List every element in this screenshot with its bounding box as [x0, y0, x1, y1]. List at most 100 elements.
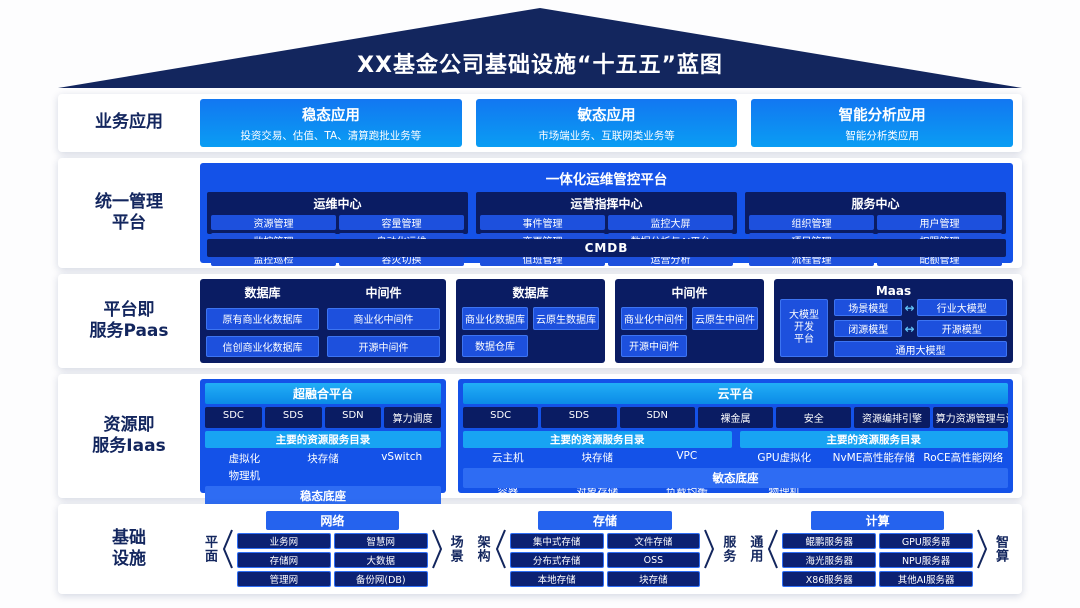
resource-item: 块存储: [307, 453, 339, 465]
group-left-label: 架构: [474, 535, 490, 563]
row-label-text: 业务应用: [95, 112, 163, 133]
chevron-left-icon: [222, 529, 233, 569]
sd-tile: SDC: [205, 407, 262, 428]
chevron-right-icon: [431, 529, 442, 569]
paas-content: 数据库 原有商业化数据库 信创商业化数据库 中间件 商业化中间件 开源中间件 数…: [200, 274, 1022, 368]
resource-item: 物理机: [228, 470, 261, 482]
cloud-platform-panel: 云平台 SDC SDS SDN 裸金属 安全 资源编排引擎 算力资源管理与调度 …: [458, 379, 1013, 498]
sd-tile: 安全: [776, 407, 852, 428]
resource-item: 云主机: [492, 452, 524, 464]
infra-tile: 管理网: [237, 571, 331, 587]
group-grid: 业务网 智慧网 存储网 大数据 管理网 备份网(DB): [237, 533, 428, 587]
infra-tile: 大数据: [333, 552, 428, 568]
center-title: 运营指挥中心: [570, 197, 643, 211]
resource-item: GPU虚拟化: [757, 452, 812, 464]
infra-tile: 备份网(DB): [333, 571, 428, 587]
sd-tile: 裸金属: [697, 407, 774, 428]
tile-row: 商业化中间件 云原生中间件: [621, 307, 758, 330]
infra-tile: 本地存储: [509, 571, 604, 587]
iaas-content: 超融合平台 SDC SDS SDN 算力调度 主要的资源服务目录 虚拟化 块存储…: [200, 374, 1022, 506]
page-title: XX基金公司基础设施“十五五”蓝图: [357, 53, 723, 78]
cloud-hpc-resources: 主要的资源服务目录 GPU虚拟化 NvME高性能存储 RoCE高性能网络 容器 …: [739, 431, 1008, 498]
row-label-text: 平台即: [103, 299, 155, 320]
sd-tile-row: SDC SDS SDN 算力调度: [205, 407, 441, 428]
agile-base-strip: 敏态底座: [463, 468, 1008, 488]
row-label-management: 统一管理 平台: [58, 158, 200, 268]
infra-tile: 块存储: [606, 571, 701, 587]
tile-row: 开源中间件: [621, 334, 758, 357]
panel-header: 数据库: [512, 286, 549, 300]
infra-tile: X86服务器: [782, 571, 877, 587]
resource-item: NvME高性能存储: [832, 452, 915, 464]
paas-tile: 开源中间件: [327, 335, 440, 357]
swap-arrow-icon: ↔: [904, 300, 915, 315]
infra-tile: 集中式存储: [509, 533, 604, 549]
app-box-agile: 敏态应用 市场端业务、互联网类业务等: [475, 99, 738, 147]
compute-group: 通用 计算 鲲鹏服务器 GPU服务器 海光服务器 NPU服务器 X86服务器 其…: [745, 509, 1010, 589]
storage-group: 架构 存储 集中式存储 文件存储 分布式存储 OSS 本地存储 块存储 服务: [473, 509, 738, 589]
panel-header: 中间件: [671, 286, 708, 300]
mgmt-item-tile: 容量管理: [339, 215, 464, 230]
infra-tile: 鲲鹏服务器: [782, 533, 877, 549]
tile-line: 大模型: [789, 310, 819, 321]
catalog-strip: 主要的资源服务目录: [463, 431, 732, 448]
paas-tile: 数据仓库: [462, 334, 528, 357]
cloud-body: 主要的资源服务目录 云主机 块存储 VPC 物理机 文件存储 弹性IP 容器 对…: [463, 431, 1008, 498]
center-title: 服务中心: [851, 197, 900, 211]
cloud-mw-panel: 中间件 商业化中间件 云原生中间件 开源中间件: [615, 279, 764, 363]
tile-line: 开发: [794, 322, 814, 333]
panel-header: 数据库: [244, 286, 281, 300]
resource-item: 对象存储: [576, 486, 619, 498]
infra-tile: 业务网: [237, 533, 331, 549]
infra-tile: 存储网: [237, 552, 331, 568]
infra-tile: 其他AI服务器: [879, 571, 974, 587]
chevron-right-icon: [977, 529, 988, 569]
chevron-left-icon: [495, 529, 506, 569]
resource-item: 负载均衡: [665, 486, 708, 498]
paas-tile: 开源中间件: [621, 334, 687, 357]
cloud-db-panel: 数据库 商业化数据库 云原生数据库 数据仓库: [456, 279, 605, 363]
sd-tile: SDN: [324, 407, 382, 428]
stable-base-strip: 稳态底座: [205, 486, 441, 506]
mgmt-item-tile: 用户管理: [877, 215, 1002, 230]
model-pair-row: 闭源模型 ↔ 开源模型: [834, 320, 1007, 337]
resource-list: 虚拟化 块存储 vSwitch 物理机: [205, 451, 441, 483]
infra-tile: OSS: [606, 552, 701, 568]
row-management-platform: 统一管理 平台 一体化运维管控平台 运维中心 资源管理 容量管理 监控管理 自动…: [58, 158, 1022, 268]
sd-tile: 资源编排引擎: [854, 407, 930, 428]
app-title: 智能分析应用: [838, 107, 926, 124]
sd-tile: SDS: [541, 407, 617, 428]
panel-header: Maas: [875, 284, 912, 298]
app-box-analytics: 智能分析应用 智能分析类应用: [751, 99, 1014, 147]
management-content: 一体化运维管控平台 运维中心 资源管理 容量管理 监控管理 自动化运维 监控巡检…: [200, 158, 1022, 268]
group-left-label: 通用: [747, 535, 763, 563]
resource-item: vSwitch: [381, 451, 423, 463]
service-center-panel: 服务中心 组织管理 用户管理 项目管理 权限管理 流程管理 配额管理: [745, 192, 1006, 266]
paas-tile: 场景模型: [834, 299, 903, 316]
infra-tile: 分布式存储: [509, 552, 604, 568]
maas-panel: Maas 大模型 开发 平台 场景模型 ↔ 行业大模型: [774, 279, 1013, 363]
panel-title-strip: 超融合平台: [205, 383, 441, 404]
sd-tile: SDC: [463, 407, 539, 428]
row-label-text: 平台: [112, 213, 146, 233]
command-center-panel: 运营指挥中心 事件管理 监控大屏 变更管理 数据分析与AI平台 值班管理 运营分…: [476, 192, 737, 266]
infra-tile: 海光服务器: [782, 552, 877, 568]
ops-platform-title: 一体化运维管控平台: [545, 172, 668, 188]
resource-item: 虚拟化: [228, 453, 261, 465]
chevron-left-icon: [768, 529, 779, 569]
row-label-infrastructure: 基础 设施: [58, 504, 200, 594]
legacy-db-col: 数据库 原有商业化数据库 信创商业化数据库: [206, 283, 319, 357]
row-paas: 平台即 服务Paas 数据库 原有商业化数据库 信创商业化数据库 中间件 商业化…: [58, 274, 1022, 368]
row-iaas: 资源即 服务Iaas 超融合平台 SDC SDS SDN 算力调度 主要的资源服…: [58, 374, 1022, 506]
mgmt-item-tile: 事件管理: [480, 215, 605, 230]
infra-tile: NPU服务器: [879, 552, 974, 568]
tile-row: 商业化数据库 云原生数据库: [462, 307, 599, 330]
paas-tile: 信创商业化数据库: [206, 335, 319, 357]
group-grid: 集中式存储 文件存储 分布式存储 OSS 本地存储 块存储: [509, 533, 701, 587]
group-header: 网络: [265, 511, 400, 530]
resource-item: 物理机: [768, 486, 801, 498]
row-label-text: 设施: [112, 549, 146, 569]
tile-line: 平台: [794, 334, 814, 345]
cmdb-bar: CMDB: [207, 239, 1006, 257]
row-label-business: 业务应用: [58, 94, 200, 152]
